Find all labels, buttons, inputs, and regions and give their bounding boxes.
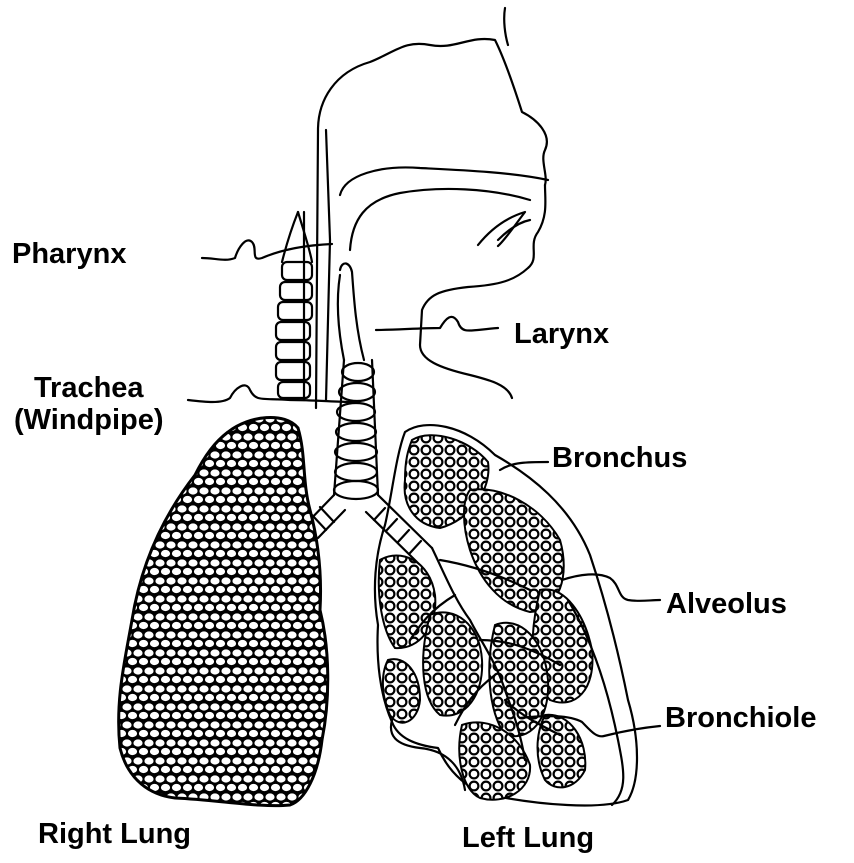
- label-bronchiole: Bronchiole: [665, 702, 816, 734]
- label-trachea-line1: Trachea: [14, 372, 164, 404]
- label-larynx: Larynx: [514, 318, 609, 350]
- label-right-lung: Right Lung: [38, 818, 191, 850]
- pharynx-leader: [202, 240, 332, 259]
- pharynx-tube: [326, 130, 364, 400]
- label-bronchus: Bronchus: [552, 442, 687, 474]
- larynx-leader: [376, 317, 498, 331]
- label-alveolus: Alveolus: [666, 588, 787, 620]
- label-pharynx: Pharynx: [12, 238, 126, 270]
- label-trachea-line2: (Windpipe): [14, 404, 164, 436]
- right-lung: [119, 417, 328, 805]
- spine: [276, 212, 312, 400]
- label-left-lung: Left Lung: [462, 822, 594, 854]
- alveolus-leader: [562, 574, 660, 601]
- label-trachea: Trachea (Windpipe): [14, 372, 164, 436]
- left-lung: [375, 425, 637, 805]
